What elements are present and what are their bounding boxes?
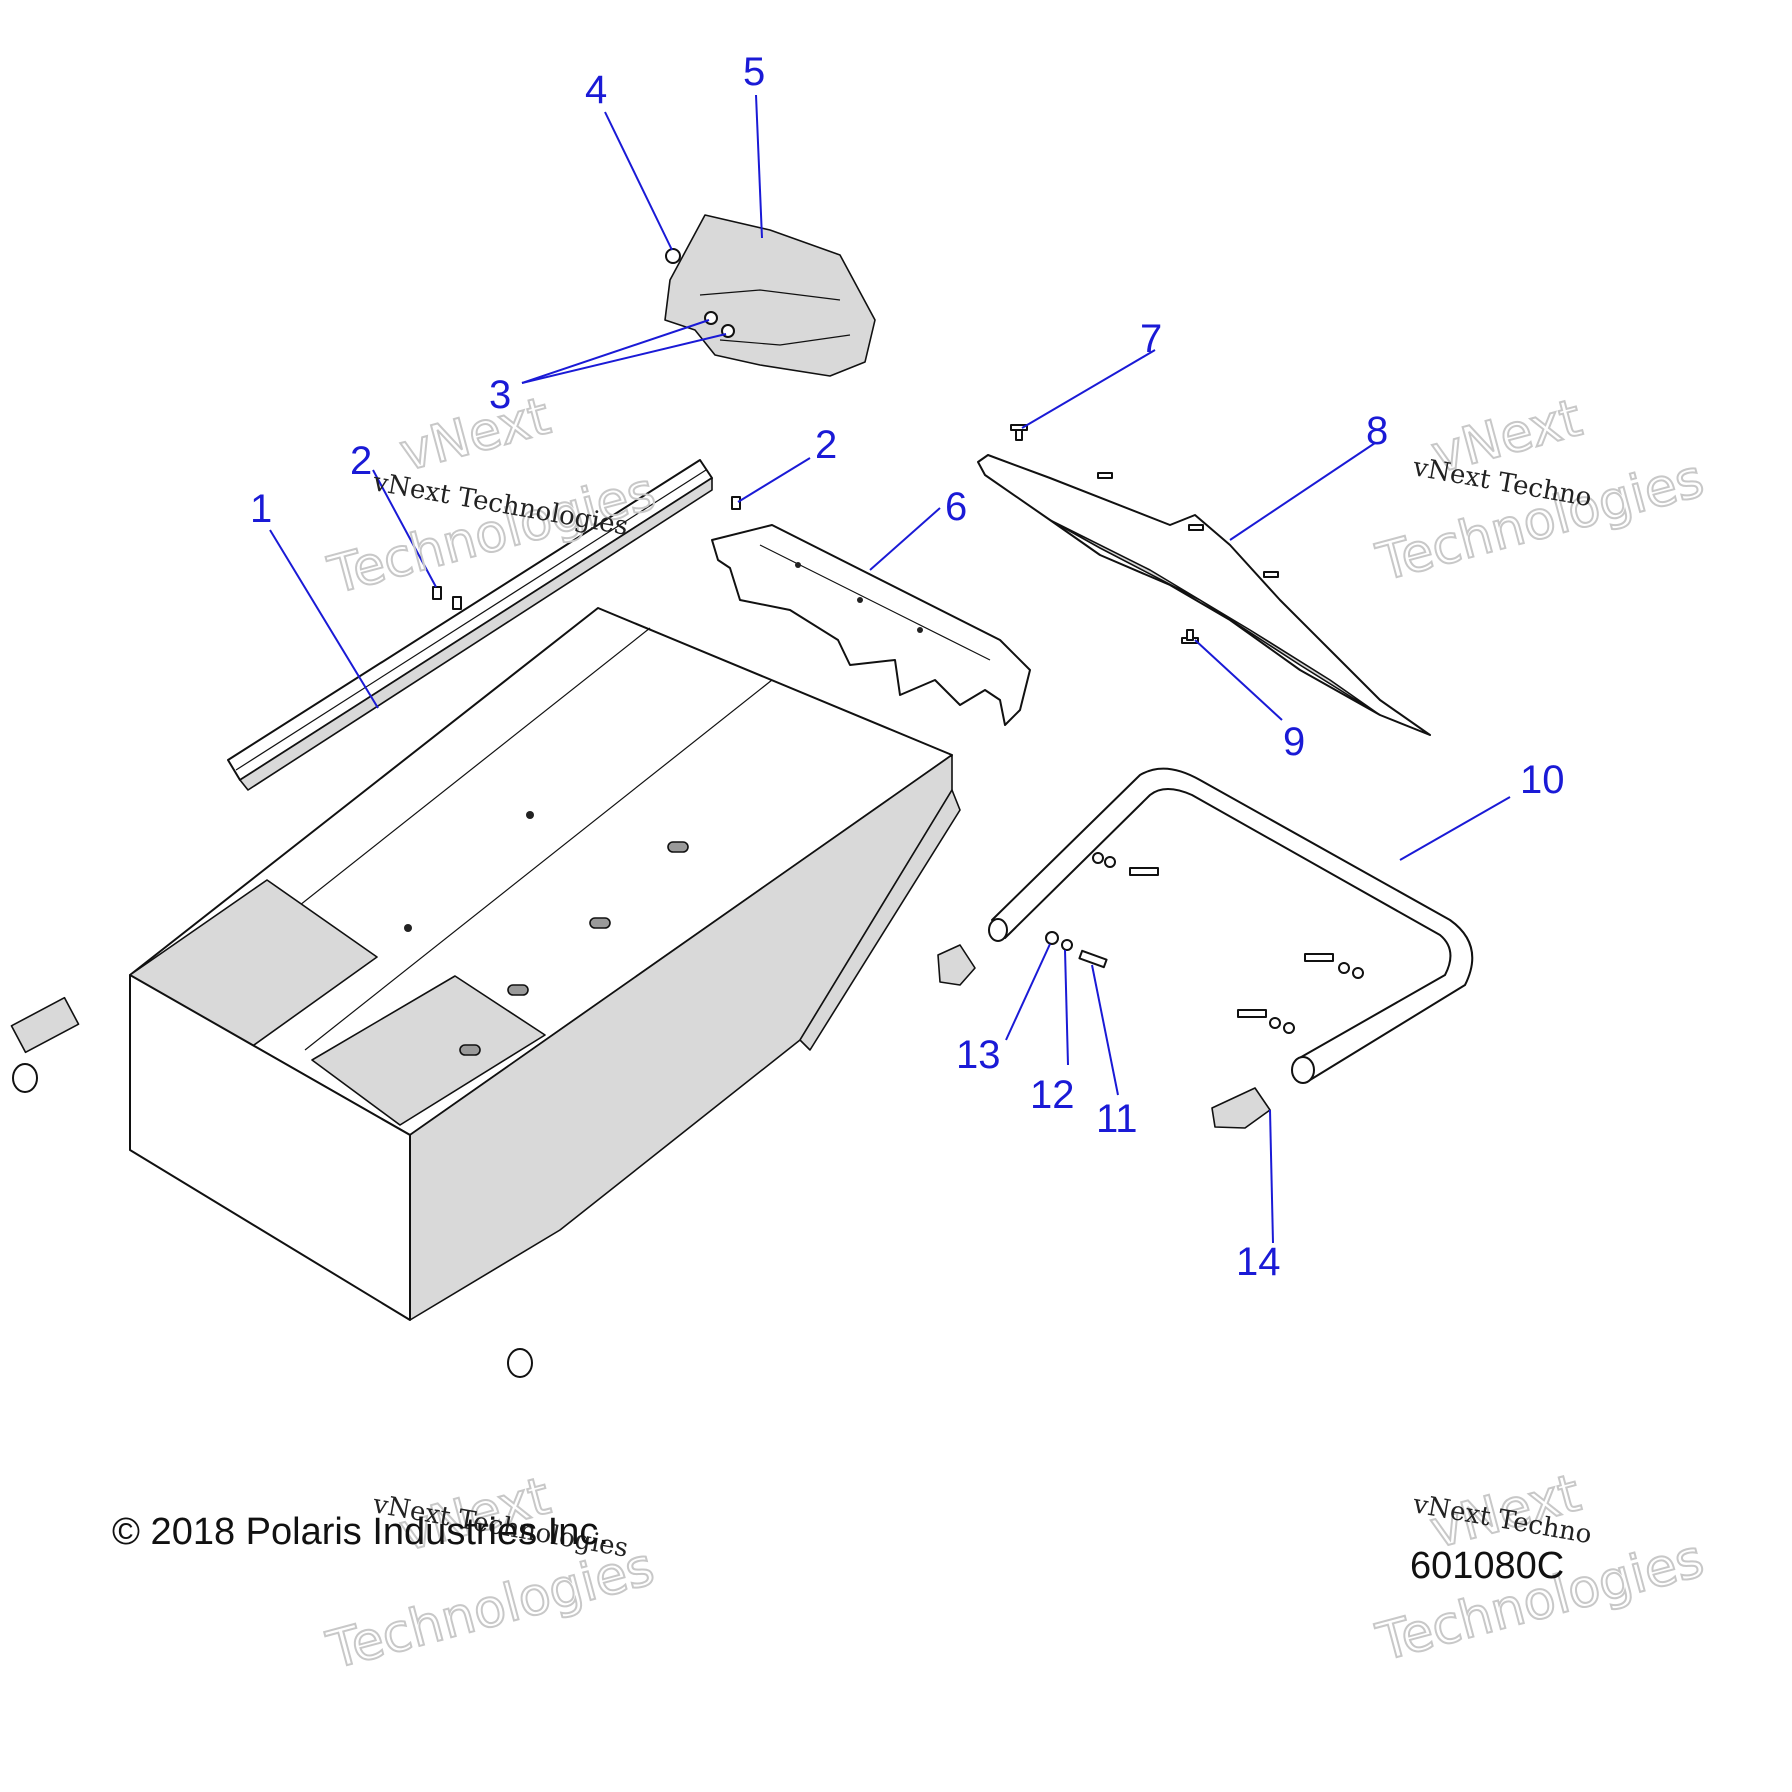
callout-11: 11: [1096, 1097, 1138, 1141]
hardware-set: [1092, 852, 1364, 1034]
callout-4: 4: [585, 68, 607, 112]
part-6-bracket: [711, 524, 1031, 726]
callout-7: 7: [1140, 317, 1162, 361]
leader-lines: [269, 94, 1511, 1244]
callout-2-right: 2: [815, 423, 837, 467]
part-5-cover: [664, 214, 876, 377]
part-13-washer: [1045, 931, 1059, 945]
callout-6: 6: [945, 485, 967, 529]
callout-3: 3: [489, 373, 511, 417]
callout-14: 14: [1236, 1240, 1281, 1284]
callout-labels: 1 2 2 3 4 5 6 7 8 9 10 11 12 13 14: [250, 50, 1565, 1284]
callout-9: 9: [1283, 720, 1305, 764]
part-4-nut: [665, 248, 681, 264]
part-8-shield: [977, 454, 1431, 736]
callout-13: 13: [956, 1033, 1001, 1077]
cargo-box: [10, 607, 961, 1378]
callout-1: 1: [250, 487, 272, 531]
part-1-rail: [227, 459, 713, 791]
callout-5: 5: [743, 50, 765, 94]
part-7-rivet: [1010, 424, 1028, 441]
figure-number: 601080C: [1410, 1545, 1564, 1587]
callout-2-left: 2: [350, 439, 372, 483]
part-2-screws: [432, 496, 741, 610]
part-14-end-cap: [937, 944, 1271, 1129]
callout-8: 8: [1366, 409, 1388, 453]
copyright-text: © 2018 Polaris Industries Inc.: [112, 1511, 609, 1553]
callout-10: 10: [1520, 758, 1565, 802]
part-11-bolt: [1078, 949, 1108, 969]
watermark-bottom-left: vNext Technologies: [320, 1465, 661, 1682]
part-12-washer: [1061, 939, 1073, 951]
part-9-rivet: [1181, 629, 1199, 644]
callout-12: 12: [1030, 1073, 1075, 1117]
watermark-line1: vNext: [394, 386, 556, 483]
part-10-tube: [988, 767, 1474, 1084]
